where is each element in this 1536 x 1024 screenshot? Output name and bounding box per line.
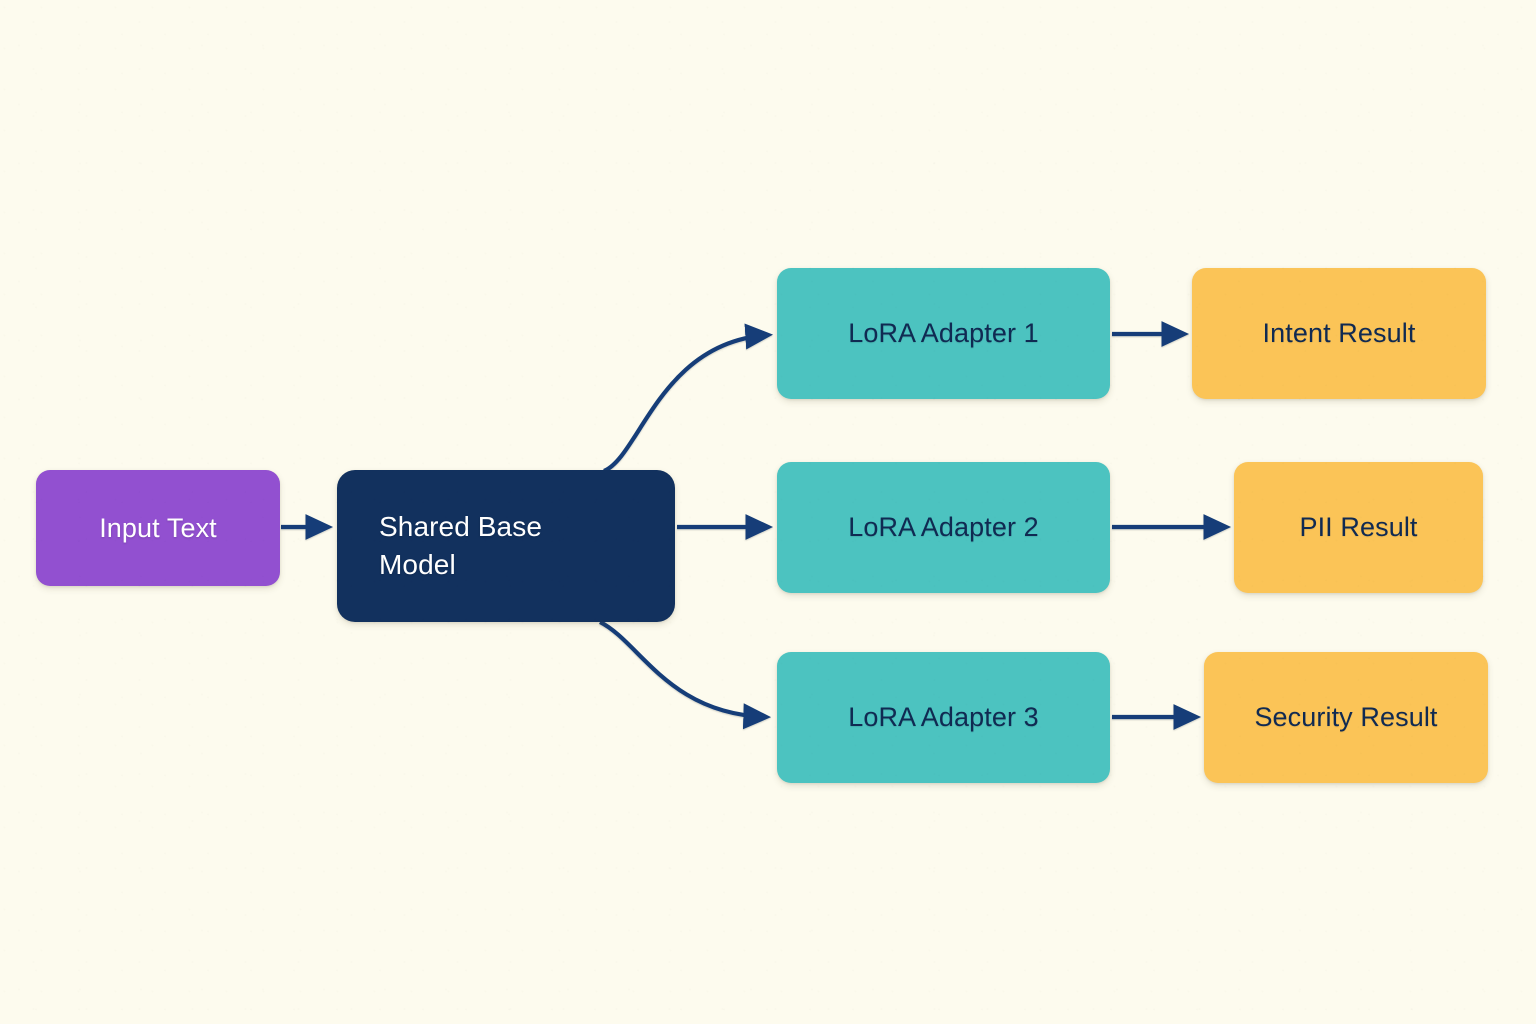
node-security-result-label: Security Result <box>1254 702 1438 733</box>
node-pii-result[interactable]: PII Result <box>1234 462 1483 593</box>
node-security-result[interactable]: Security Result <box>1204 652 1488 783</box>
node-intent-result[interactable]: Intent Result <box>1192 268 1486 399</box>
node-input-text[interactable]: Input Text <box>36 470 280 586</box>
node-lora-adapter-3-label: LoRA Adapter 3 <box>848 702 1039 733</box>
node-shared-base-model-label: Shared Base Model <box>379 510 542 580</box>
edge-base-to-adapter-3 <box>599 620 772 730</box>
node-intent-result-label: Intent Result <box>1262 318 1416 349</box>
node-shared-base-model[interactable]: Shared Base Model <box>337 470 675 622</box>
node-input-text-label: Input Text <box>99 512 217 543</box>
node-lora-adapter-2-label: LoRA Adapter 2 <box>848 512 1039 543</box>
node-lora-adapter-3[interactable]: LoRA Adapter 3 <box>777 652 1110 783</box>
node-lora-adapter-2[interactable]: LoRA Adapter 2 <box>777 462 1110 593</box>
edge-base-to-adapter-1 <box>603 323 774 473</box>
node-lora-adapter-1[interactable]: LoRA Adapter 1 <box>777 268 1110 399</box>
node-lora-adapter-1-label: LoRA Adapter 1 <box>848 318 1039 349</box>
node-pii-result-label: PII Result <box>1299 512 1418 543</box>
